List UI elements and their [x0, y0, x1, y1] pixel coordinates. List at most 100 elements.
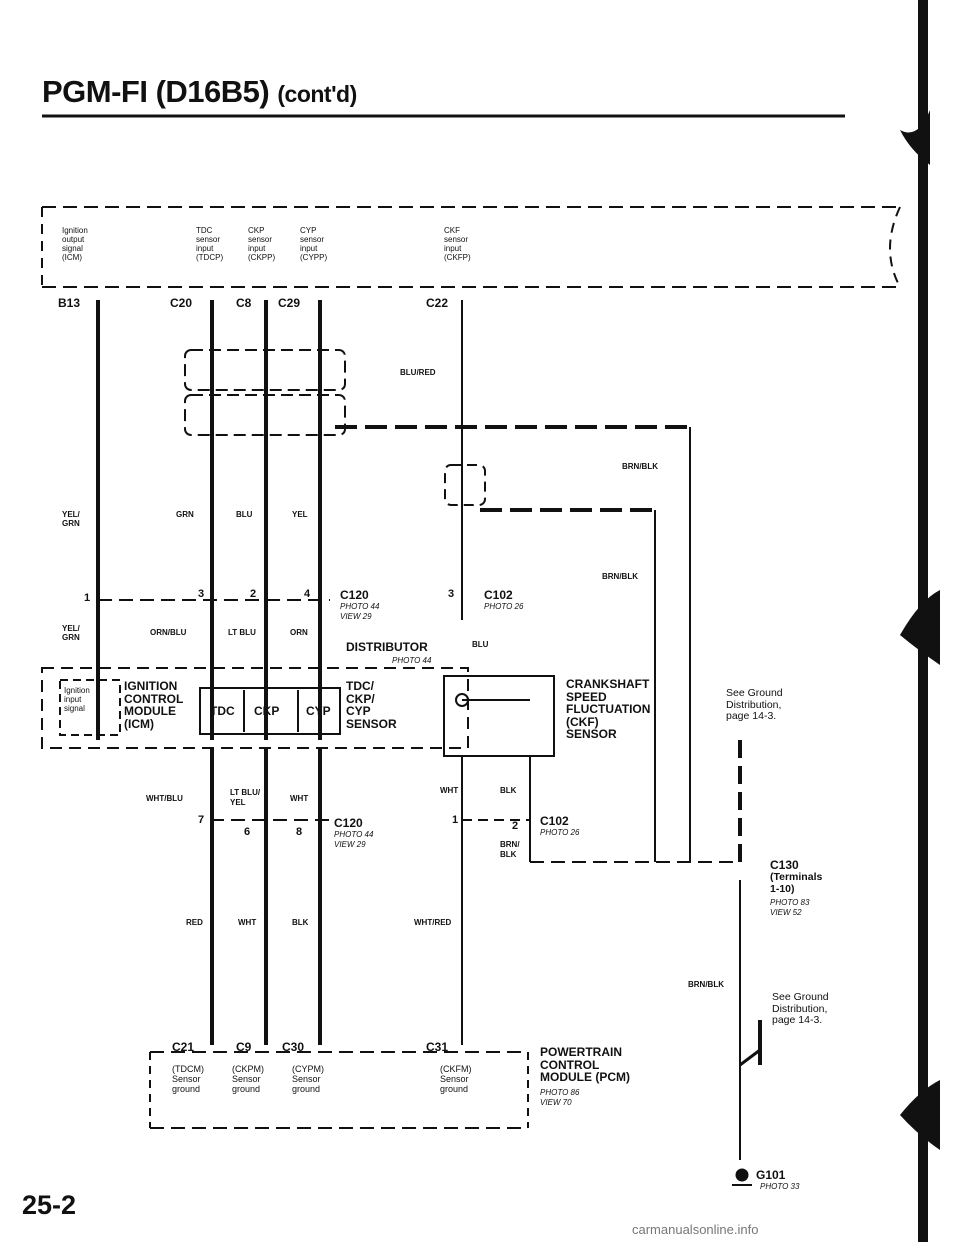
wire-label-blu-red: BLU/RED — [400, 368, 436, 377]
pcm-ground-ckp-line-1: (CKPM) — [232, 1064, 264, 1074]
wire-label-wht-red: WHT/RED — [414, 918, 452, 927]
c130-desc-line-1: (Terminals — [770, 871, 823, 883]
pcm-ground-ckf-line-3: ground — [440, 1084, 469, 1094]
ckp-input-line-1: CKP — [248, 226, 265, 235]
tdc-input-line-4: (TDCP) — [196, 253, 224, 262]
wire-label-red: RED — [186, 918, 203, 927]
terminal-c30: C30 — [282, 1040, 305, 1054]
pcm-label: POWERTRAIN CONTROL MODULE (PCM) — [540, 1046, 630, 1084]
pin-6: 6 — [244, 826, 251, 838]
pcm-ground-cyp: (CYPM) Sensor ground — [292, 1064, 324, 1094]
ckf-line-5: SENSOR — [566, 727, 617, 741]
connector-c130: C130 — [770, 858, 799, 872]
terminal-c9: C9 — [236, 1040, 252, 1054]
page-title: PGM-FI (D16B5) (cont'd) — [42, 74, 357, 110]
wire-label-wht-1: WHT — [290, 794, 309, 803]
wire-label-wht-2: WHT — [440, 786, 459, 795]
sensor-line-1: TDC/ — [346, 679, 374, 693]
ground-note-2-line-2: Distribution, — [772, 1002, 828, 1015]
ckf-line-3: FLUCTUATION — [566, 702, 651, 716]
icm-inner-label: Ignition input signal — [64, 686, 90, 713]
wire-label-orn: ORN — [290, 628, 308, 637]
pcm-ground-tdc: (TDCM) Sensor ground — [172, 1064, 204, 1094]
c120-bot-photo: PHOTO 44 — [334, 830, 374, 839]
c120-bot-view: VIEW 29 — [334, 840, 366, 849]
wire-label-brn-blk-2: BRN/BLK — [602, 572, 638, 581]
ckf-sensor-label: CRANKSHAFT SPEED FLUCTUATION (CKF) SENSO… — [566, 678, 650, 741]
distributor-enclosure — [41, 667, 469, 749]
ckf-line-2: SPEED — [566, 689, 607, 704]
sensor-line-4: SENSOR — [346, 716, 397, 731]
pcm-ground-tdc-line-1: (TDCM) — [172, 1064, 204, 1074]
ground-note-1-line-3: page 14-3. — [726, 710, 777, 722]
pcm-ground-cyp-line-1: (CYPM) — [292, 1064, 324, 1074]
pcm-ground-tdc-line-3: ground — [172, 1084, 201, 1094]
wire-label-yel-grn-2: YEL/ GRN — [62, 624, 80, 642]
pin-4: 4 — [304, 588, 311, 600]
ground-g101: G101 — [756, 1168, 786, 1182]
c102-bot-photo: PHOTO 26 — [540, 828, 580, 837]
wire-label-lt-blu: LT BLU — [228, 628, 256, 637]
cyp-input-line-2: sensor — [300, 235, 325, 244]
ckf-input-label: CKF sensor input (CKFP) — [444, 226, 471, 262]
g101-photo: PHOTO 33 — [760, 1182, 800, 1191]
pin-8: 8 — [296, 826, 303, 838]
icm-line-3: MODULE — [124, 704, 176, 718]
ground-note-2-line-1: See Ground — [772, 991, 829, 1003]
pcm-ground-ckf-line-1: (CKFM) — [440, 1064, 472, 1074]
pcm-line-3: MODULE (PCM) — [540, 1070, 630, 1084]
ignition-output-line-3: signal — [62, 244, 83, 253]
pcm-photo: PHOTO 86 — [540, 1088, 580, 1097]
c130-desc-line-2: 1-10) — [770, 882, 795, 895]
wire-label-lt-blu-yel: LT BLU/ YEL — [230, 788, 261, 807]
pin-3: 3 — [198, 588, 205, 600]
ground-note-1: See Ground Distribution, page 14-3. — [726, 687, 783, 723]
ignition-output-line-2: output — [62, 235, 85, 244]
ckp-input-line-2: sensor — [248, 235, 273, 244]
terminal-c20: C20 — [170, 296, 193, 310]
icm-label: IGNITION CONTROL MODULE (ICM) — [124, 680, 183, 730]
cyp-input-line-3: input — [300, 244, 318, 253]
tdc-input-line-1: TDC — [196, 226, 213, 235]
ckf-input-line-1: CKF — [444, 226, 460, 235]
icm-line-1: IGNITION — [124, 679, 178, 693]
wire-label-yel-grn-1: YEL/ GRN — [62, 510, 80, 528]
c130-photo: PHOTO 83 — [770, 898, 810, 907]
icm-inner-line-2: input — [64, 695, 82, 704]
c130-view: VIEW 52 — [770, 908, 802, 917]
wire-label-brn-blk-c102: BRN/ BLK — [500, 840, 520, 859]
page-title-main: PGM-FI (D16B5) — [42, 74, 270, 109]
wire-label-wht-3: WHT — [238, 918, 257, 927]
ckf-input-line-3: input — [444, 244, 462, 253]
pcm-view: VIEW 70 — [540, 1098, 572, 1107]
ckf-sensor-box — [443, 675, 555, 757]
page-number: 25-2 — [22, 1190, 77, 1220]
ignition-output-line-4: (ICM) — [62, 253, 82, 262]
ckf-line-4: (CKF) — [566, 714, 599, 729]
icm-inner-line-3: signal — [64, 704, 85, 713]
wire-label-orn-blu: ORN/BLU — [150, 628, 187, 637]
tdc-input-label: TDC sensor input (TDCP) — [196, 226, 223, 262]
icm-line-4: (ICM) — [124, 716, 154, 731]
sensor-cell-ckp: CKP — [254, 704, 280, 718]
pin-1-c102: 1 — [452, 814, 459, 826]
terminal-c21: C21 — [172, 1040, 195, 1054]
wire-label-brn-blk-3: BRN/BLK — [688, 980, 724, 989]
wire-label-blu-c102: BLU — [472, 640, 489, 649]
pin-3-c102: 3 — [448, 588, 455, 600]
pin-7: 7 — [198, 814, 205, 826]
cyp-input-label: CYP sensor input (CYPP) — [300, 226, 327, 262]
ignition-output-line-1: Ignition — [62, 226, 88, 235]
pin-1: 1 — [84, 592, 91, 604]
pcm-ground-ckp-line-3: ground — [232, 1084, 261, 1094]
pcm-ground-ckp-line-2: Sensor — [232, 1074, 261, 1084]
ckp-input-label: CKP sensor input (CKPP) — [248, 226, 275, 262]
cyp-input-line-1: CYP — [300, 226, 317, 235]
connector-c102-top: C102 — [484, 588, 513, 602]
ignition-output-label: Ignition output signal (ICM) — [62, 226, 88, 262]
ground-note-2-line-3: page 14-3. — [772, 1014, 823, 1026]
pcm-line-2: CONTROL — [540, 1057, 600, 1072]
c102-top-photo: PHOTO 26 — [484, 602, 524, 611]
terminal-c29: C29 — [278, 296, 301, 310]
terminal-c22: C22 — [426, 296, 449, 310]
